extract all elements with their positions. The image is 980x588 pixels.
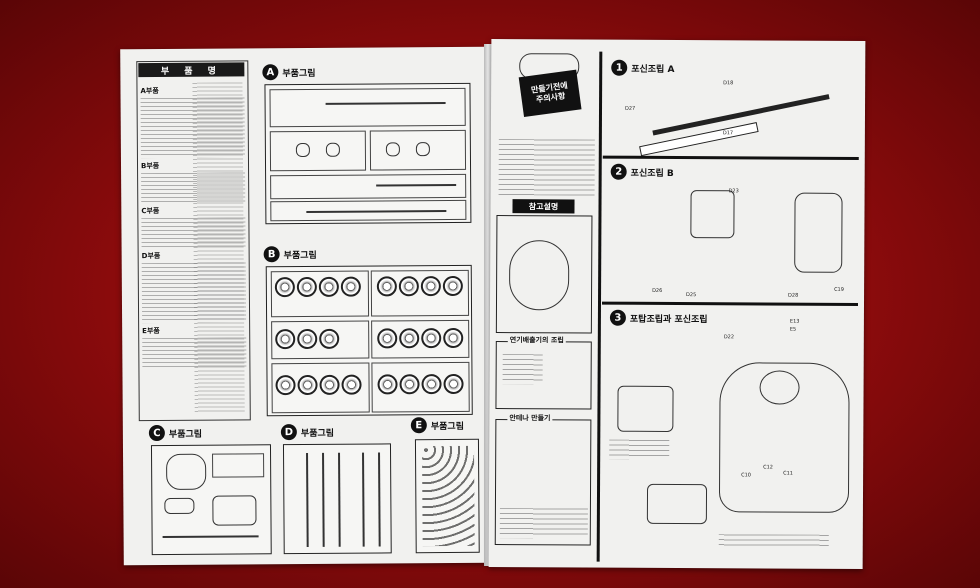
antenna-label: 안테나 만들기: [507, 413, 553, 424]
caution-sign: 만들기전에 주의사항: [518, 69, 582, 118]
road-wheel-part: [296, 276, 317, 298]
part-tag: D23: [728, 188, 739, 195]
road-wheel-part: [421, 328, 442, 349]
column-divider: [596, 51, 603, 562]
step-divider-2: [601, 301, 859, 306]
part-tag: D26: [652, 287, 663, 294]
part-tag: D17: [722, 130, 734, 137]
part-tag: D28: [788, 292, 799, 299]
step-3-bottom-note: [718, 534, 829, 549]
reference-illustration: [495, 215, 593, 334]
road-wheel-part: [319, 328, 340, 349]
antenna-box: [494, 419, 592, 546]
section-e-label: E 부품그림: [410, 417, 464, 434]
step-divider-1: [602, 155, 859, 160]
part-tag: C12: [763, 464, 774, 471]
road-wheel-part: [443, 373, 464, 395]
section-b-label: B 부품그림: [263, 246, 317, 263]
part-tag: D25: [686, 292, 697, 299]
road-wheel-part: [442, 275, 463, 297]
section-d-label: D 부품그림: [280, 424, 334, 441]
mantlet-part: [646, 483, 708, 525]
step-3-note: [609, 439, 670, 460]
road-wheel-part: [376, 276, 397, 297]
road-wheel-part: [274, 277, 295, 298]
sprue-d: [282, 443, 392, 555]
part-tag: C10: [741, 472, 751, 479]
section-a-label: A 부품그림: [262, 64, 316, 81]
part-tag: D27: [625, 105, 636, 112]
sprue-b: [265, 264, 473, 417]
road-wheel-part: [319, 374, 340, 395]
road-wheel-part: [421, 374, 442, 395]
parts-list-header: 부 품 명: [138, 62, 245, 78]
road-wheel-part: [443, 327, 464, 349]
part-tag: D22: [723, 334, 735, 341]
step-3-title: 3 포탑조립과 포신조립: [609, 309, 708, 327]
part-tag: C11: [783, 470, 793, 477]
parts-list-column-2: [192, 82, 245, 413]
right-instruction-page: 만들기전에 주의사항 참고설명 연기배출기의 조립 안테나 만들기 1 포신조립…: [488, 39, 866, 569]
road-wheel-part: [275, 329, 296, 350]
road-wheel-part: [420, 276, 441, 297]
part-tag: E5: [789, 326, 797, 333]
road-wheel-part: [318, 276, 339, 297]
road-wheel-part: [377, 374, 398, 395]
sprue-c: [150, 444, 272, 556]
smoke-discharger-label: 연기배출기의 조립: [507, 335, 566, 346]
mantlet-b: [794, 192, 843, 273]
mantlet-a: [690, 190, 735, 239]
road-wheel-part: [399, 328, 420, 349]
gun-mantlet: [617, 385, 674, 432]
road-wheel-part: [340, 276, 361, 297]
road-wheel-part: [341, 374, 362, 395]
smoke-discharger-box: [495, 341, 592, 410]
cupola: [759, 370, 800, 405]
barrel-sleeve: [639, 122, 759, 157]
part-tag: E13: [789, 318, 800, 325]
road-wheel-part: [297, 328, 318, 350]
sprue-a: [264, 82, 472, 225]
road-wheel-part: [398, 276, 419, 297]
reference-header: 참고설명: [512, 199, 575, 214]
part-tag: D18: [723, 80, 734, 87]
section-c-label: C 부품그림: [148, 424, 202, 442]
road-wheel-part: [377, 328, 398, 349]
step-2-title: 2 포신조립 B: [610, 163, 674, 180]
left-instruction-page: 부 품 명 A부품 B부품 C부품 D부품 E부품 A 부품그림: [120, 46, 490, 566]
part-tag: C19: [834, 286, 844, 293]
road-wheel-part: [399, 374, 420, 395]
road-wheel-part: [275, 375, 296, 396]
sprue-e: [414, 438, 480, 554]
step-1-title: 1 포신조립 A: [611, 59, 674, 76]
caution-illustration: 만들기전에 주의사항: [499, 51, 595, 138]
road-wheel-part: [297, 374, 318, 396]
caution-text: [498, 139, 595, 196]
